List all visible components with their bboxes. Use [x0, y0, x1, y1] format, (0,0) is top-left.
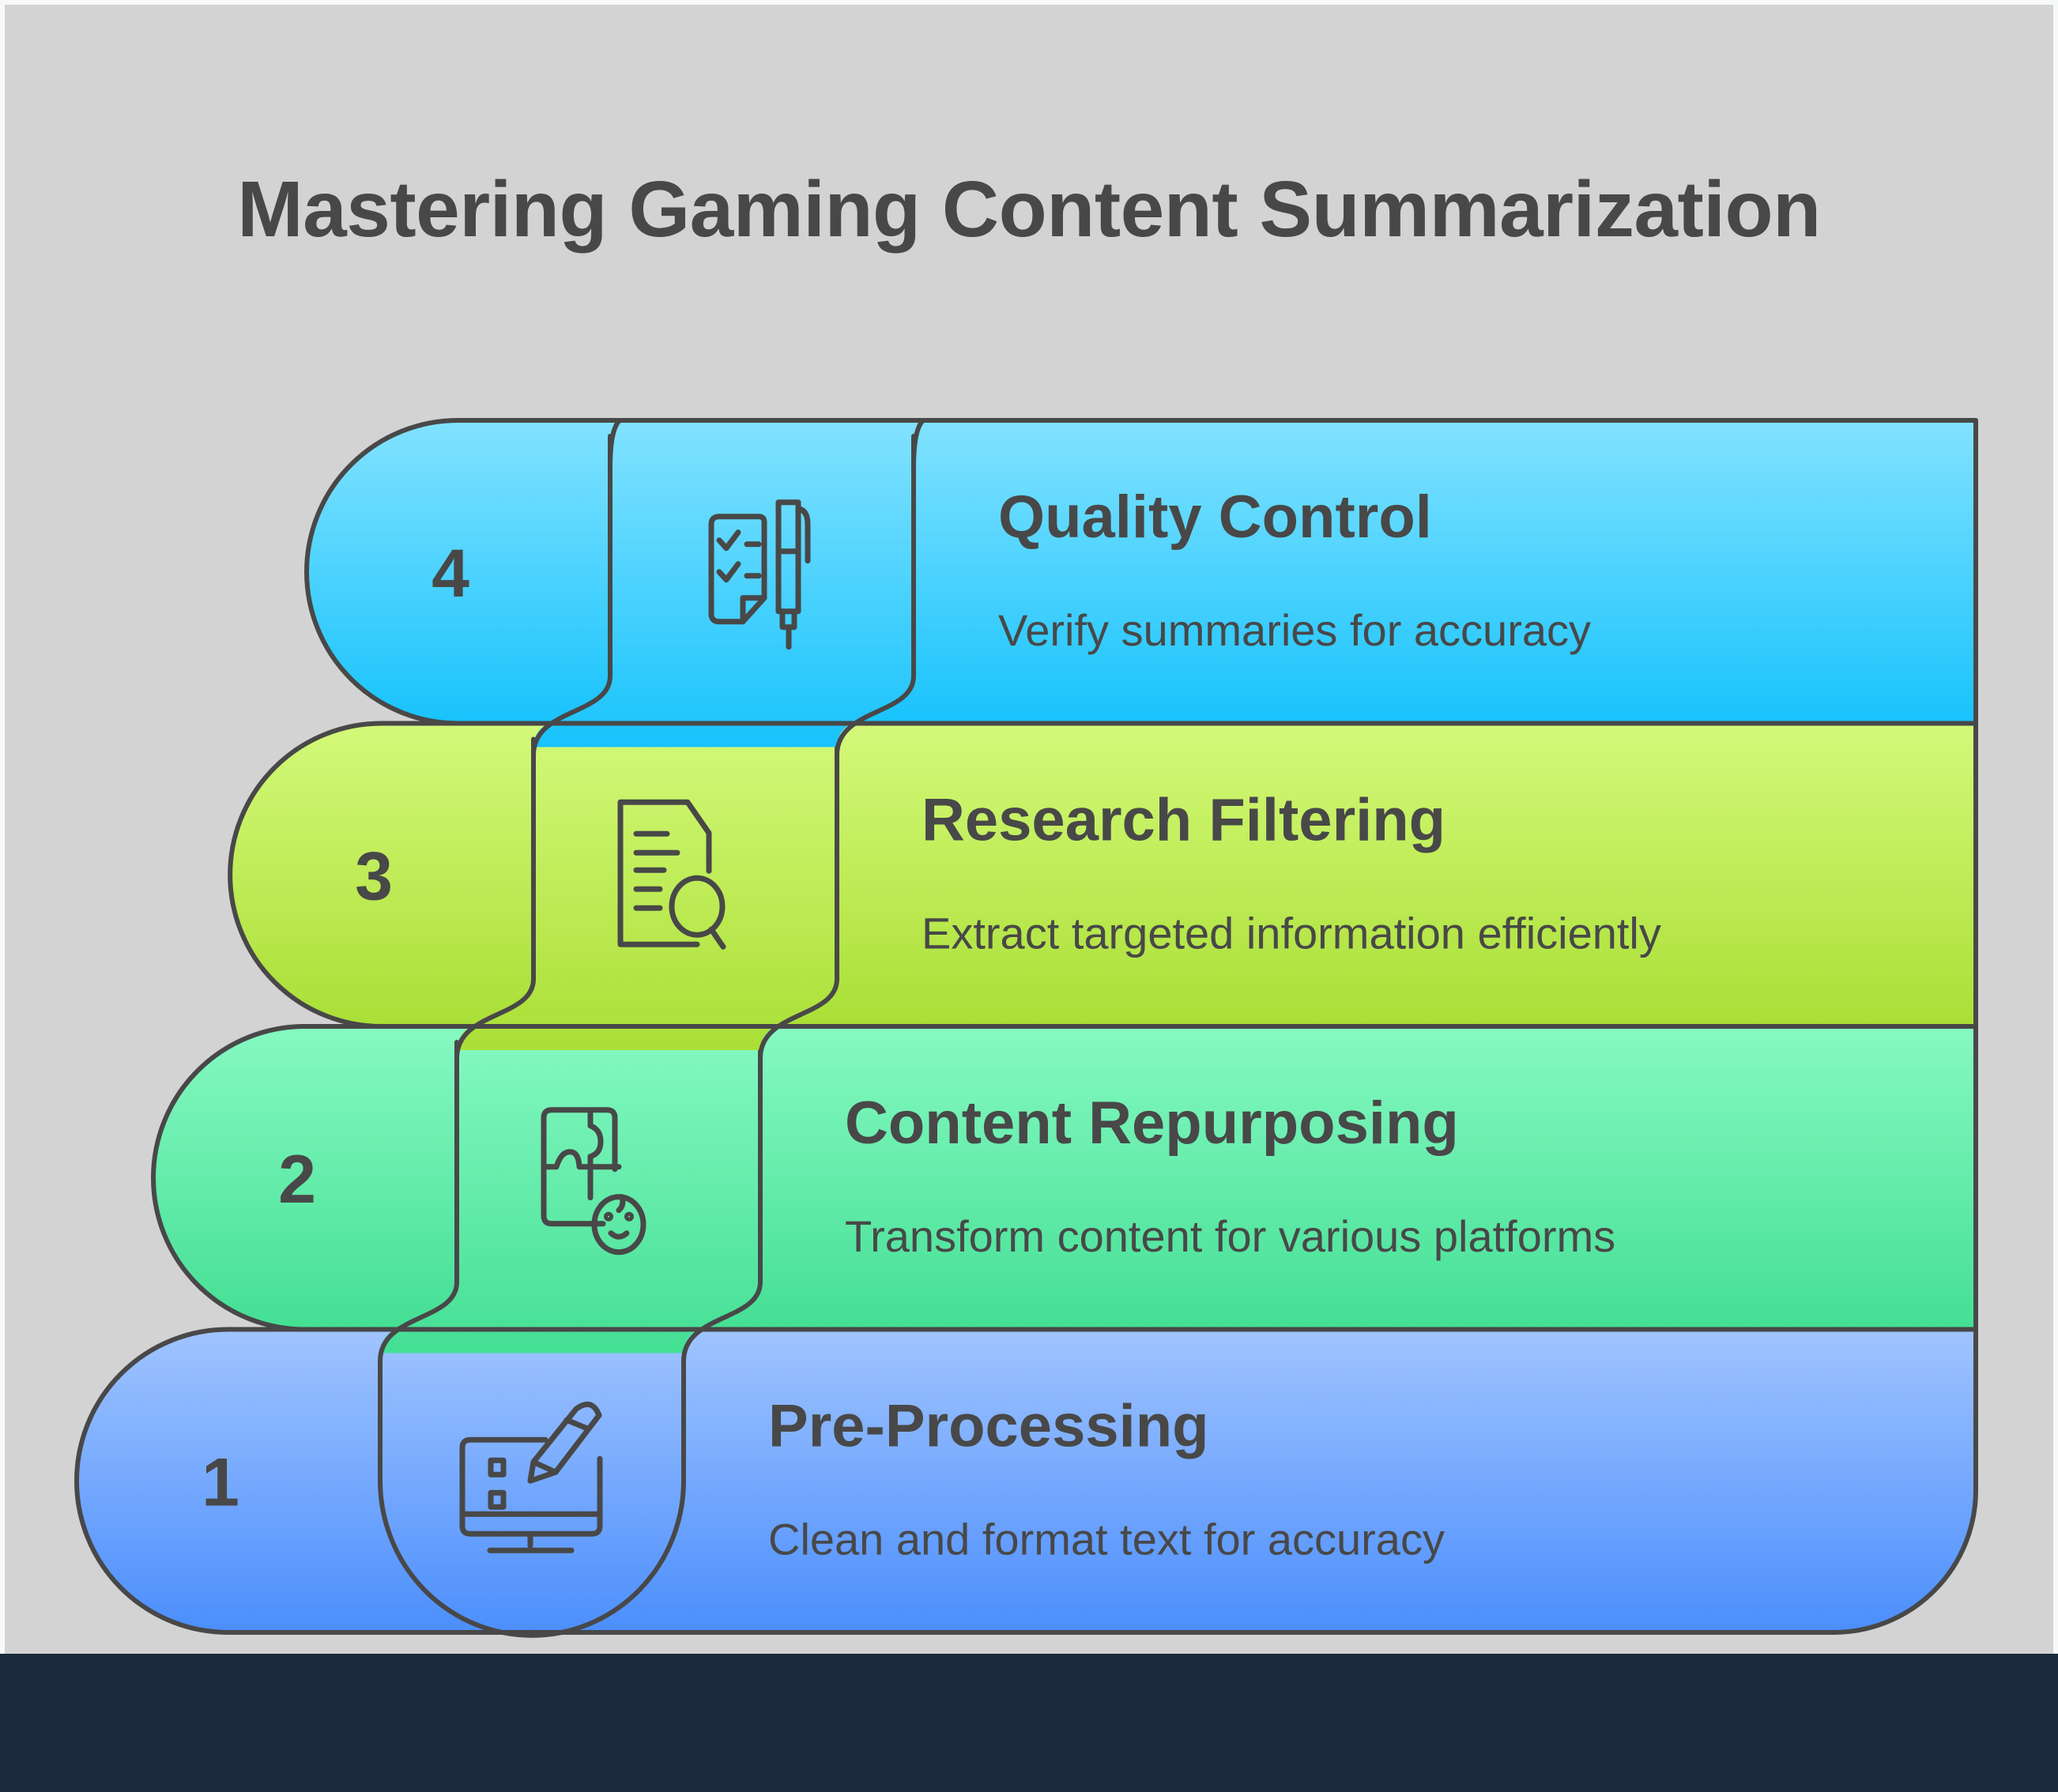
icon-column [533, 420, 914, 747]
column-divider [758, 736, 839, 1060]
step-bar [230, 723, 1977, 1026]
step-number: 4 [432, 536, 469, 612]
step-title: Pre-Processing [768, 1393, 1209, 1460]
step-bar-outline [304, 418, 1978, 726]
step-number: 1 [202, 1444, 239, 1520]
column-divider-top [911, 418, 925, 470]
monitor-pencil-icon [459, 1401, 603, 1553]
step-bar-outline [151, 1024, 1978, 1332]
step-description: Verify summaries for accuracy [998, 605, 1591, 655]
step-description: Clean and format text for accuracy [768, 1515, 1445, 1564]
step-description: Transform content for various platforms [845, 1211, 1615, 1261]
step-bar-outline [228, 721, 1978, 1029]
footer-bar [0, 1654, 2058, 1792]
step-bar [307, 420, 1976, 724]
column-divider-top [608, 418, 622, 470]
step-bar-outline [74, 1327, 1978, 1635]
column-divider [681, 1040, 763, 1364]
step-number: 2 [278, 1142, 316, 1218]
column-divider [835, 434, 916, 758]
step-number: 3 [355, 838, 393, 914]
document-search-icon [617, 799, 726, 950]
column-divider [378, 1040, 459, 1364]
step-title: Content Repurposing [845, 1090, 1459, 1157]
step-description: Extract targeted information efficiently [922, 909, 1661, 958]
diagram-title: Mastering Gaming Content Summarization [237, 165, 1821, 254]
icon-column-outline [378, 1358, 686, 1638]
step-title: Research Filtering [922, 787, 1446, 854]
column-divider [531, 434, 612, 758]
checklist-pen-icon [708, 499, 811, 650]
step-bar [153, 1026, 1976, 1330]
icon-column [380, 1026, 760, 1353]
column-divider [454, 736, 536, 1060]
puzzle-face-icon [541, 1107, 646, 1256]
step-title: Quality Control [998, 484, 1432, 551]
step-bar [77, 1329, 1976, 1632]
